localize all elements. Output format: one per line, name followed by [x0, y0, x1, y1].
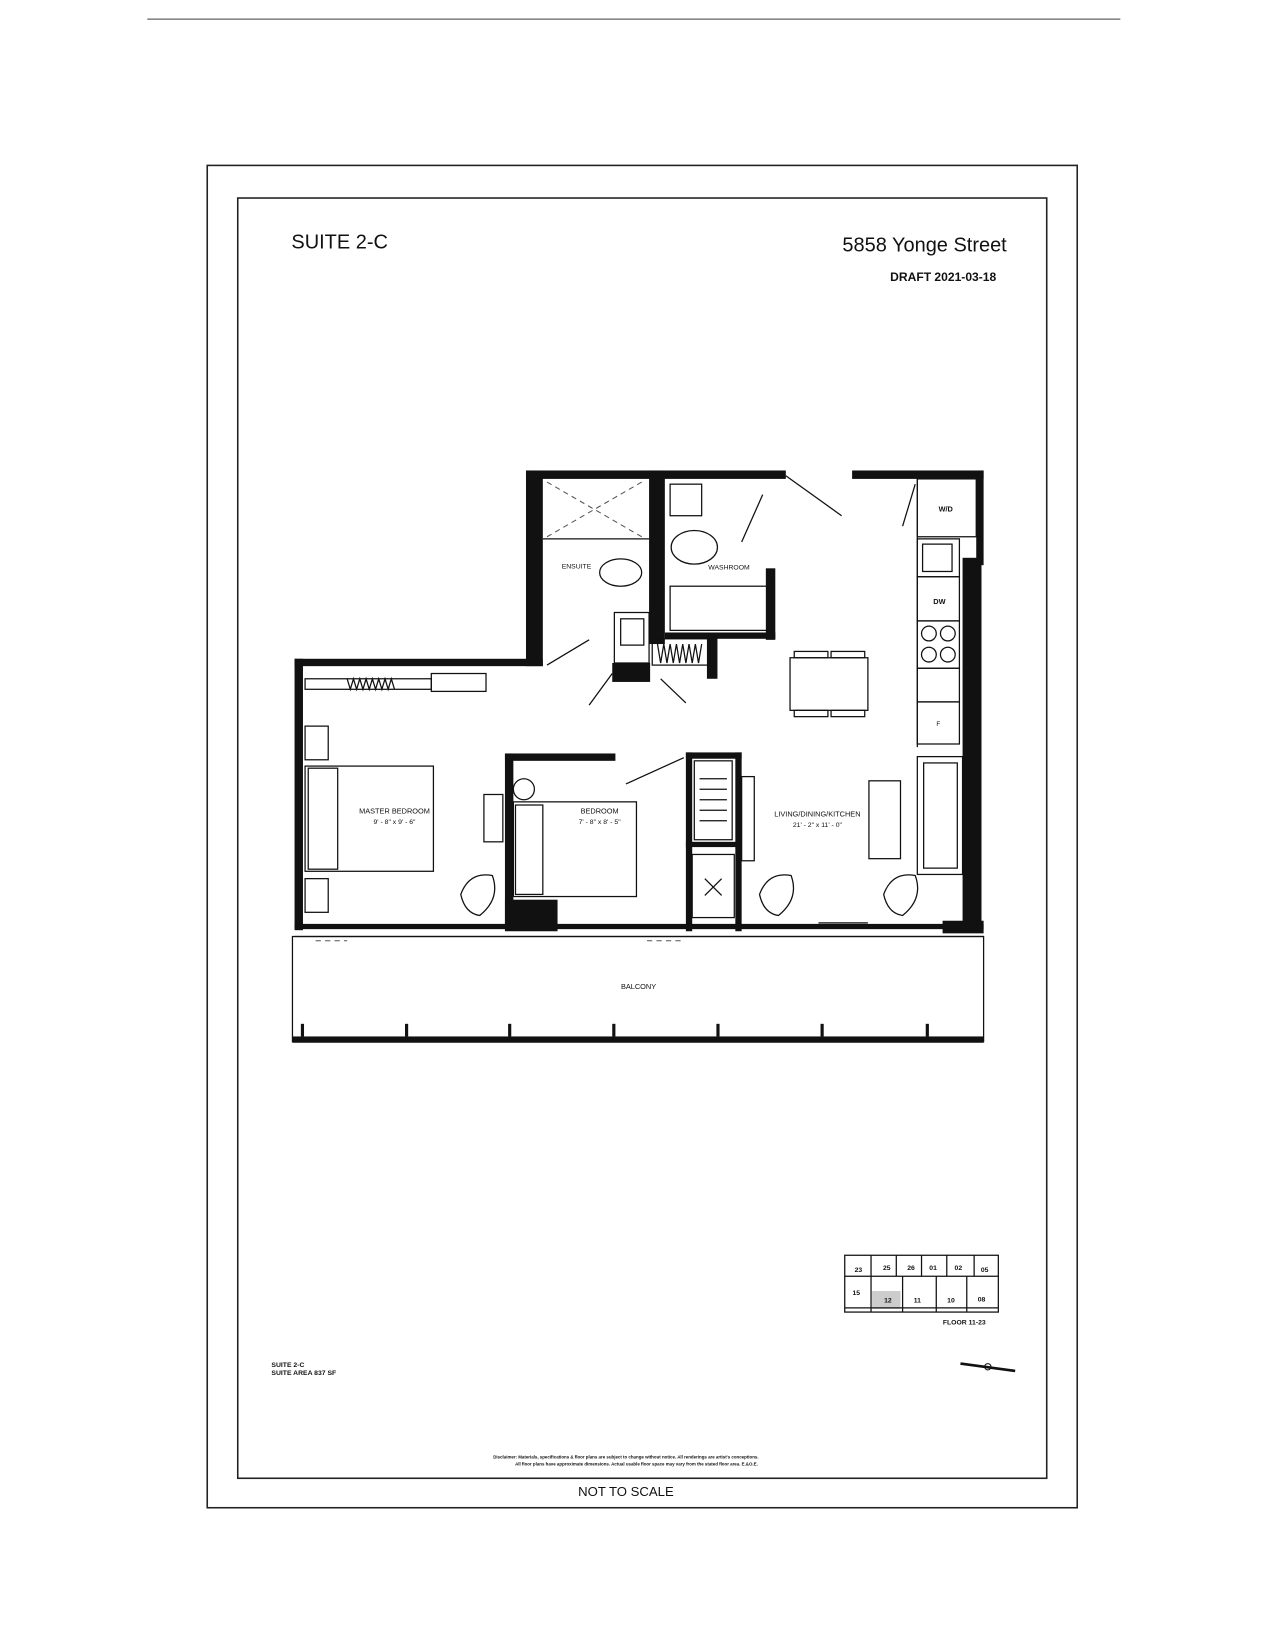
suite-title: SUITE 2-C: [291, 232, 388, 254]
not-to-scale-label: NOT TO SCALE: [578, 1484, 674, 1499]
key-unit-05: 05: [981, 1267, 989, 1274]
key-unit-01: 01: [929, 1265, 937, 1272]
room-label-bedroom: BEDROOM: [581, 806, 619, 815]
key-unit-26: 26: [907, 1265, 915, 1272]
room-dim-bedroom: 7' - 8" x 8' - 5": [579, 819, 622, 826]
suite-info-area: SUITE AREA 837 SF: [271, 1370, 336, 1377]
appliance-label-wd: W/D: [939, 505, 953, 514]
building-address: 5858 Yonge Street: [842, 235, 1007, 257]
room-dim-living: 21' - 2" x 11' - 0": [793, 822, 843, 829]
room-label-balcony: BALCONY: [621, 982, 656, 991]
appliance-label-dw: DW: [933, 597, 945, 606]
inner-frame: [236, 197, 1048, 1480]
disclaimer-line-1: Disclaimer: Materials, specifications & …: [493, 1454, 758, 1459]
appliance-label-fridge: F: [936, 721, 940, 728]
key-unit-08: 08: [978, 1297, 986, 1304]
room-dim-master-bedroom: 9' - 8" x 9' - 6": [373, 819, 416, 826]
key-unit-12: 12: [884, 1298, 892, 1305]
room-label-living: LIVING/DINING/KITCHEN: [774, 810, 860, 819]
key-unit-10: 10: [947, 1298, 955, 1305]
key-unit-23: 23: [855, 1267, 863, 1274]
key-plan: 23 25 26 01 02 05 15 12 11 10 08 FLOOR 1…: [844, 1254, 999, 1327]
key-unit-15: 15: [853, 1290, 861, 1297]
room-label-washroom: WASHROOM: [708, 564, 750, 571]
room-label-ensuite: ENSUITE: [562, 563, 592, 570]
floor-plan: ENSUITE WASHROOM W/D DW F MASTER BEDROOM…: [291, 470, 985, 1043]
room-label-master-bedroom: MASTER BEDROOM: [359, 806, 430, 815]
outer-frame: [206, 164, 1079, 1509]
key-unit-11: 11: [914, 1298, 921, 1305]
north-arrow-icon: [960, 1362, 1016, 1373]
key-plan-floor-label: FLOOR 11-23: [943, 1320, 986, 1327]
key-unit-25: 25: [883, 1265, 891, 1272]
draft-date: DRAFT 2021-03-18: [890, 270, 996, 284]
suite-info-name: SUITE 2-C: [271, 1362, 304, 1369]
disclaimer-line-2: All floor plans have approximate dimensi…: [515, 1462, 758, 1467]
key-unit-02: 02: [955, 1265, 963, 1272]
